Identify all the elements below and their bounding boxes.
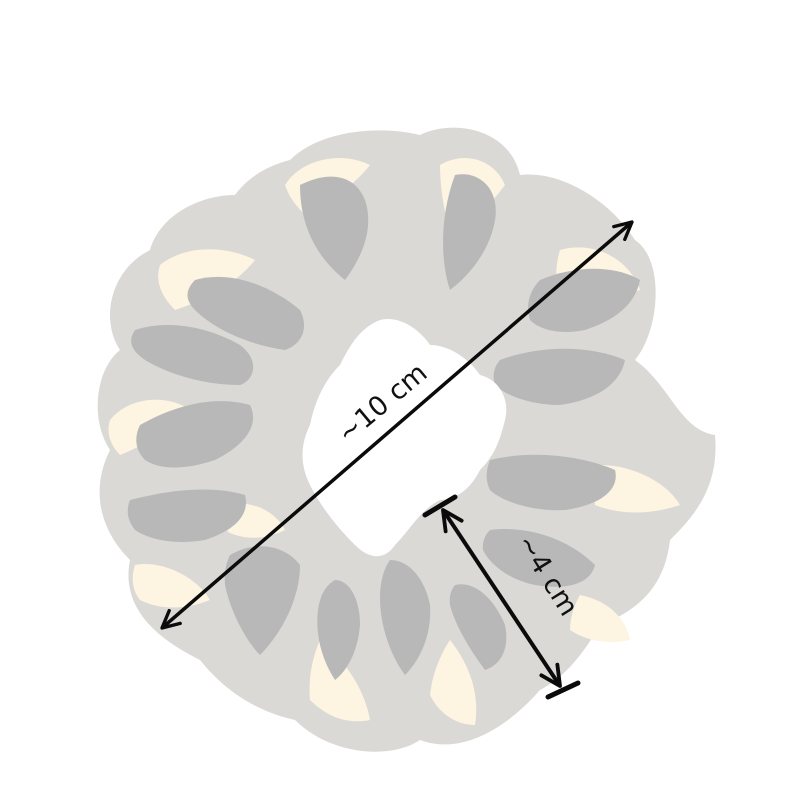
width-arrow-cap-top <box>422 494 458 518</box>
width-arrow-cap-bottom <box>545 680 581 700</box>
width-arrow <box>422 494 581 700</box>
diameter-arrow <box>160 220 634 630</box>
